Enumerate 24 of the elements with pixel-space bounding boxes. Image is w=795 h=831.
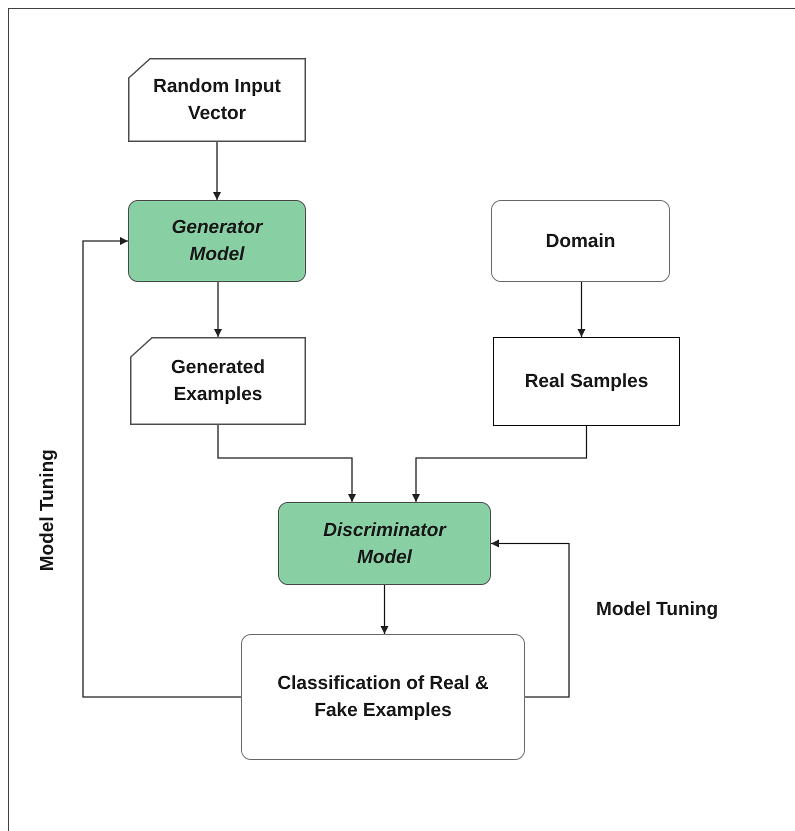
- data-box: [493, 337, 680, 426]
- arrow: [213, 142, 221, 200]
- arrow: [491, 540, 570, 698]
- edge-label: Model Tuning: [36, 448, 59, 572]
- arrow: [217, 425, 356, 502]
- node-label: Classification of Real & Fake Examples: [276, 672, 490, 723]
- input-card: [128, 58, 306, 142]
- data-card: [130, 337, 306, 425]
- arrow: [412, 426, 588, 502]
- node-label: Domain: [546, 230, 616, 254]
- process-box: [241, 634, 525, 760]
- node-label: Discriminator Model: [323, 518, 446, 570]
- arrow: [380, 585, 388, 634]
- node-label: Generated Examples: [170, 356, 266, 407]
- node-label: Generator Model: [170, 216, 264, 267]
- source-box: [491, 200, 670, 282]
- edge-label: Model Tuning: [596, 598, 718, 622]
- arrow: [82, 237, 241, 698]
- arrow: [214, 282, 222, 337]
- model-box: [128, 200, 306, 282]
- node-label: Real Samples: [524, 370, 648, 394]
- node-label: Random Input Vector: [152, 75, 282, 126]
- arrow: [578, 282, 586, 337]
- model-box: [278, 502, 491, 585]
